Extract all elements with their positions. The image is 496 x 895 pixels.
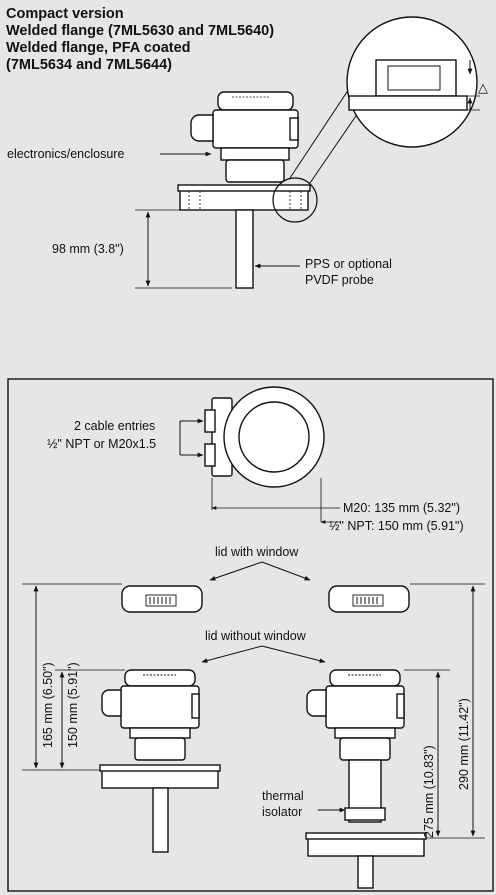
label-electronics-enclosure: electronics/enclosure (7, 147, 124, 161)
cable-entries-line-1: 2 cable entries (74, 419, 155, 433)
device-left (99, 669, 221, 853)
detail-delta: △ (478, 80, 488, 95)
enclosure-lid (217, 91, 294, 111)
cable-entries-line-2: ½" NPT or M20x1.5 (47, 437, 156, 451)
dim-165mm: 165 mm (6.50") (41, 662, 55, 748)
m20-dimension: M20: 135 mm (5.32") (343, 501, 460, 515)
enclosure-body (212, 109, 299, 149)
thermal-isolator-line-1: thermal (262, 789, 304, 803)
title-line-1: Compact version (6, 6, 124, 22)
probe (235, 209, 254, 289)
device-right (305, 669, 427, 889)
npt-dimension: ½" NPT: 150 mm (5.91") (329, 519, 464, 533)
flange (179, 189, 309, 211)
enclosure-neck (225, 159, 285, 183)
top-device (177, 91, 311, 289)
dim-98mm: 98 mm (3.8") (52, 242, 124, 256)
title-block: Compact version Welded flange (7ML5630 a… (6, 6, 274, 74)
label-lid-without-window: lid without window (205, 629, 307, 643)
dim-150mm: 150 mm (5.91") (66, 662, 80, 748)
detail-circle-large (346, 16, 480, 148)
title-line-4: (7ML5634 and 7ML5644) (6, 57, 173, 73)
probe-label-line-1: PPS or optional (305, 257, 392, 271)
dim-290mm: 290 mm (11.42") (457, 698, 471, 790)
probe-label-line-2: PVDF probe (305, 273, 374, 287)
title-line-2: Welded flange (7ML5630 and 7ML5640) (6, 23, 275, 39)
label-lid-with-window: lid with window (215, 545, 299, 559)
thermal-isolator-line-2: isolator (262, 805, 302, 819)
cable-entry (190, 114, 214, 142)
title-line-3: Welded flange, PFA coated (6, 40, 191, 56)
detail-circle-small (272, 177, 318, 223)
dim-275mm: 275 mm (10.83") (422, 745, 436, 838)
enclosure-top-view (204, 386, 325, 488)
